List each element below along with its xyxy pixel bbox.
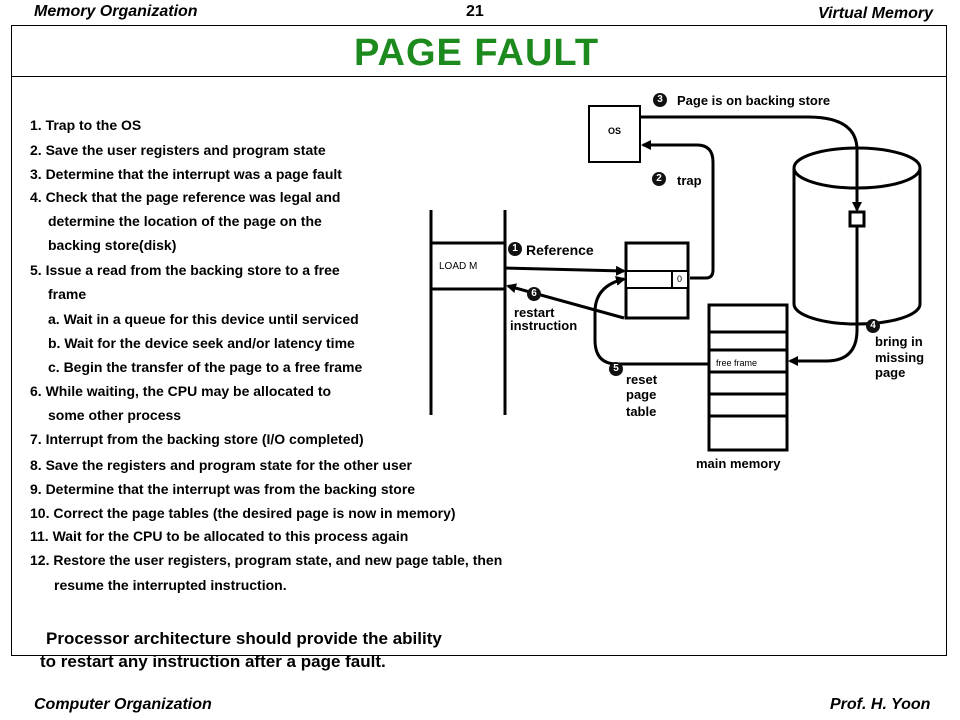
step-badge (653, 93, 667, 107)
page-title: PAGE FAULT (354, 32, 600, 74)
page-number: 21 (466, 3, 484, 20)
backing-store-page (848, 210, 866, 228)
restart-label-line-2: instruction (510, 318, 578, 333)
load-instruction-label: LOAD M (439, 261, 478, 272)
note-line-1: Processor architecture should provide th… (46, 629, 442, 648)
step-badge (866, 319, 880, 333)
restart-instruction-arrow (506, 283, 625, 320)
step-line: 3. Determine that the interrupt was a pa… (30, 166, 342, 182)
step-line: 12. Restore the user registers, program … (30, 552, 503, 568)
os-label: OS (608, 126, 622, 136)
main-memory (707, 303, 789, 452)
step-line: 7. Interrupt from the backing store (I/O… (30, 431, 364, 447)
trap-arrow (641, 140, 715, 280)
step-badge-number: 4 (870, 320, 876, 331)
step-line: 1. Trap to the OS (30, 117, 142, 133)
step-badge (508, 242, 522, 256)
step-line: 6. While waiting, the CPU may be allocat… (30, 383, 332, 399)
reference-arrow (504, 265, 626, 276)
reset-label-line-3: table (626, 404, 657, 419)
restart-label-line-1: restart (514, 305, 555, 320)
note-line-2: to restart any instruction after a page … (40, 652, 386, 671)
reset-label-line-2: page (626, 387, 657, 402)
bring-in-label-line-3: page (875, 365, 906, 380)
backing-store-label: Page is on backing store (677, 93, 831, 108)
title-divider (11, 76, 947, 77)
footer-left: Computer Organization (34, 696, 212, 713)
reset-page-table-arrow (593, 276, 709, 366)
page-on-backing-store-arrow (640, 115, 862, 212)
step-line: 5. Issue a read from the backing store t… (30, 262, 340, 278)
bring-in-page-arrow (788, 226, 859, 366)
bring-in-label-line-2: missing (875, 350, 925, 365)
step-badge (652, 172, 666, 186)
step-badge-number: 2 (656, 173, 662, 184)
bring-in-label-line-1: bring in (875, 334, 923, 349)
free-frame-label: free frame (716, 358, 758, 368)
step-line: b. Wait for the device seek and/or laten… (48, 335, 355, 351)
step-badge (527, 287, 541, 301)
step-line: 4. Check that the page reference was leg… (30, 189, 341, 205)
step-line: resume the interrupted instruction. (54, 577, 287, 593)
slide-frame (11, 25, 947, 656)
step-line: backing store(disk) (48, 237, 177, 253)
footer-right: Prof. H. Yoon (830, 696, 931, 713)
step-line: 11. Wait for the CPU to be allocated to … (30, 528, 409, 544)
step-line: c. Begin the transfer of the page to a f… (48, 359, 363, 375)
header-left: Memory Organization (34, 3, 198, 20)
reset-label-line-1: reset (626, 372, 658, 387)
step-badge-number: 3 (657, 94, 663, 105)
main-memory-label: main memory (696, 456, 781, 471)
load-instruction-box (429, 241, 507, 291)
trap-label: trap (677, 173, 702, 188)
step-line: 9. Determine that the interrupt was from… (30, 481, 416, 497)
step-badge-number: 5 (613, 363, 619, 374)
page-table-entry-label: 0 (677, 274, 683, 284)
step-line: 10. Correct the page tables (the desired… (30, 505, 456, 521)
reference-label: Reference (526, 242, 594, 258)
step-line: determine the location of the page on th… (48, 213, 322, 229)
os-box (588, 105, 641, 163)
step-badge (609, 362, 623, 376)
step-line: a. Wait in a queue for this device until… (48, 311, 359, 327)
step-badge-number: 6 (531, 288, 537, 299)
step-line: 8. Save the registers and program state … (30, 457, 413, 473)
header-right: Virtual Memory (818, 5, 933, 22)
step-line: 2. Save the user registers and program s… (30, 142, 326, 158)
step-line: frame (48, 286, 87, 302)
step-badge-number: 1 (512, 243, 518, 254)
step-line: some other process (48, 407, 182, 423)
